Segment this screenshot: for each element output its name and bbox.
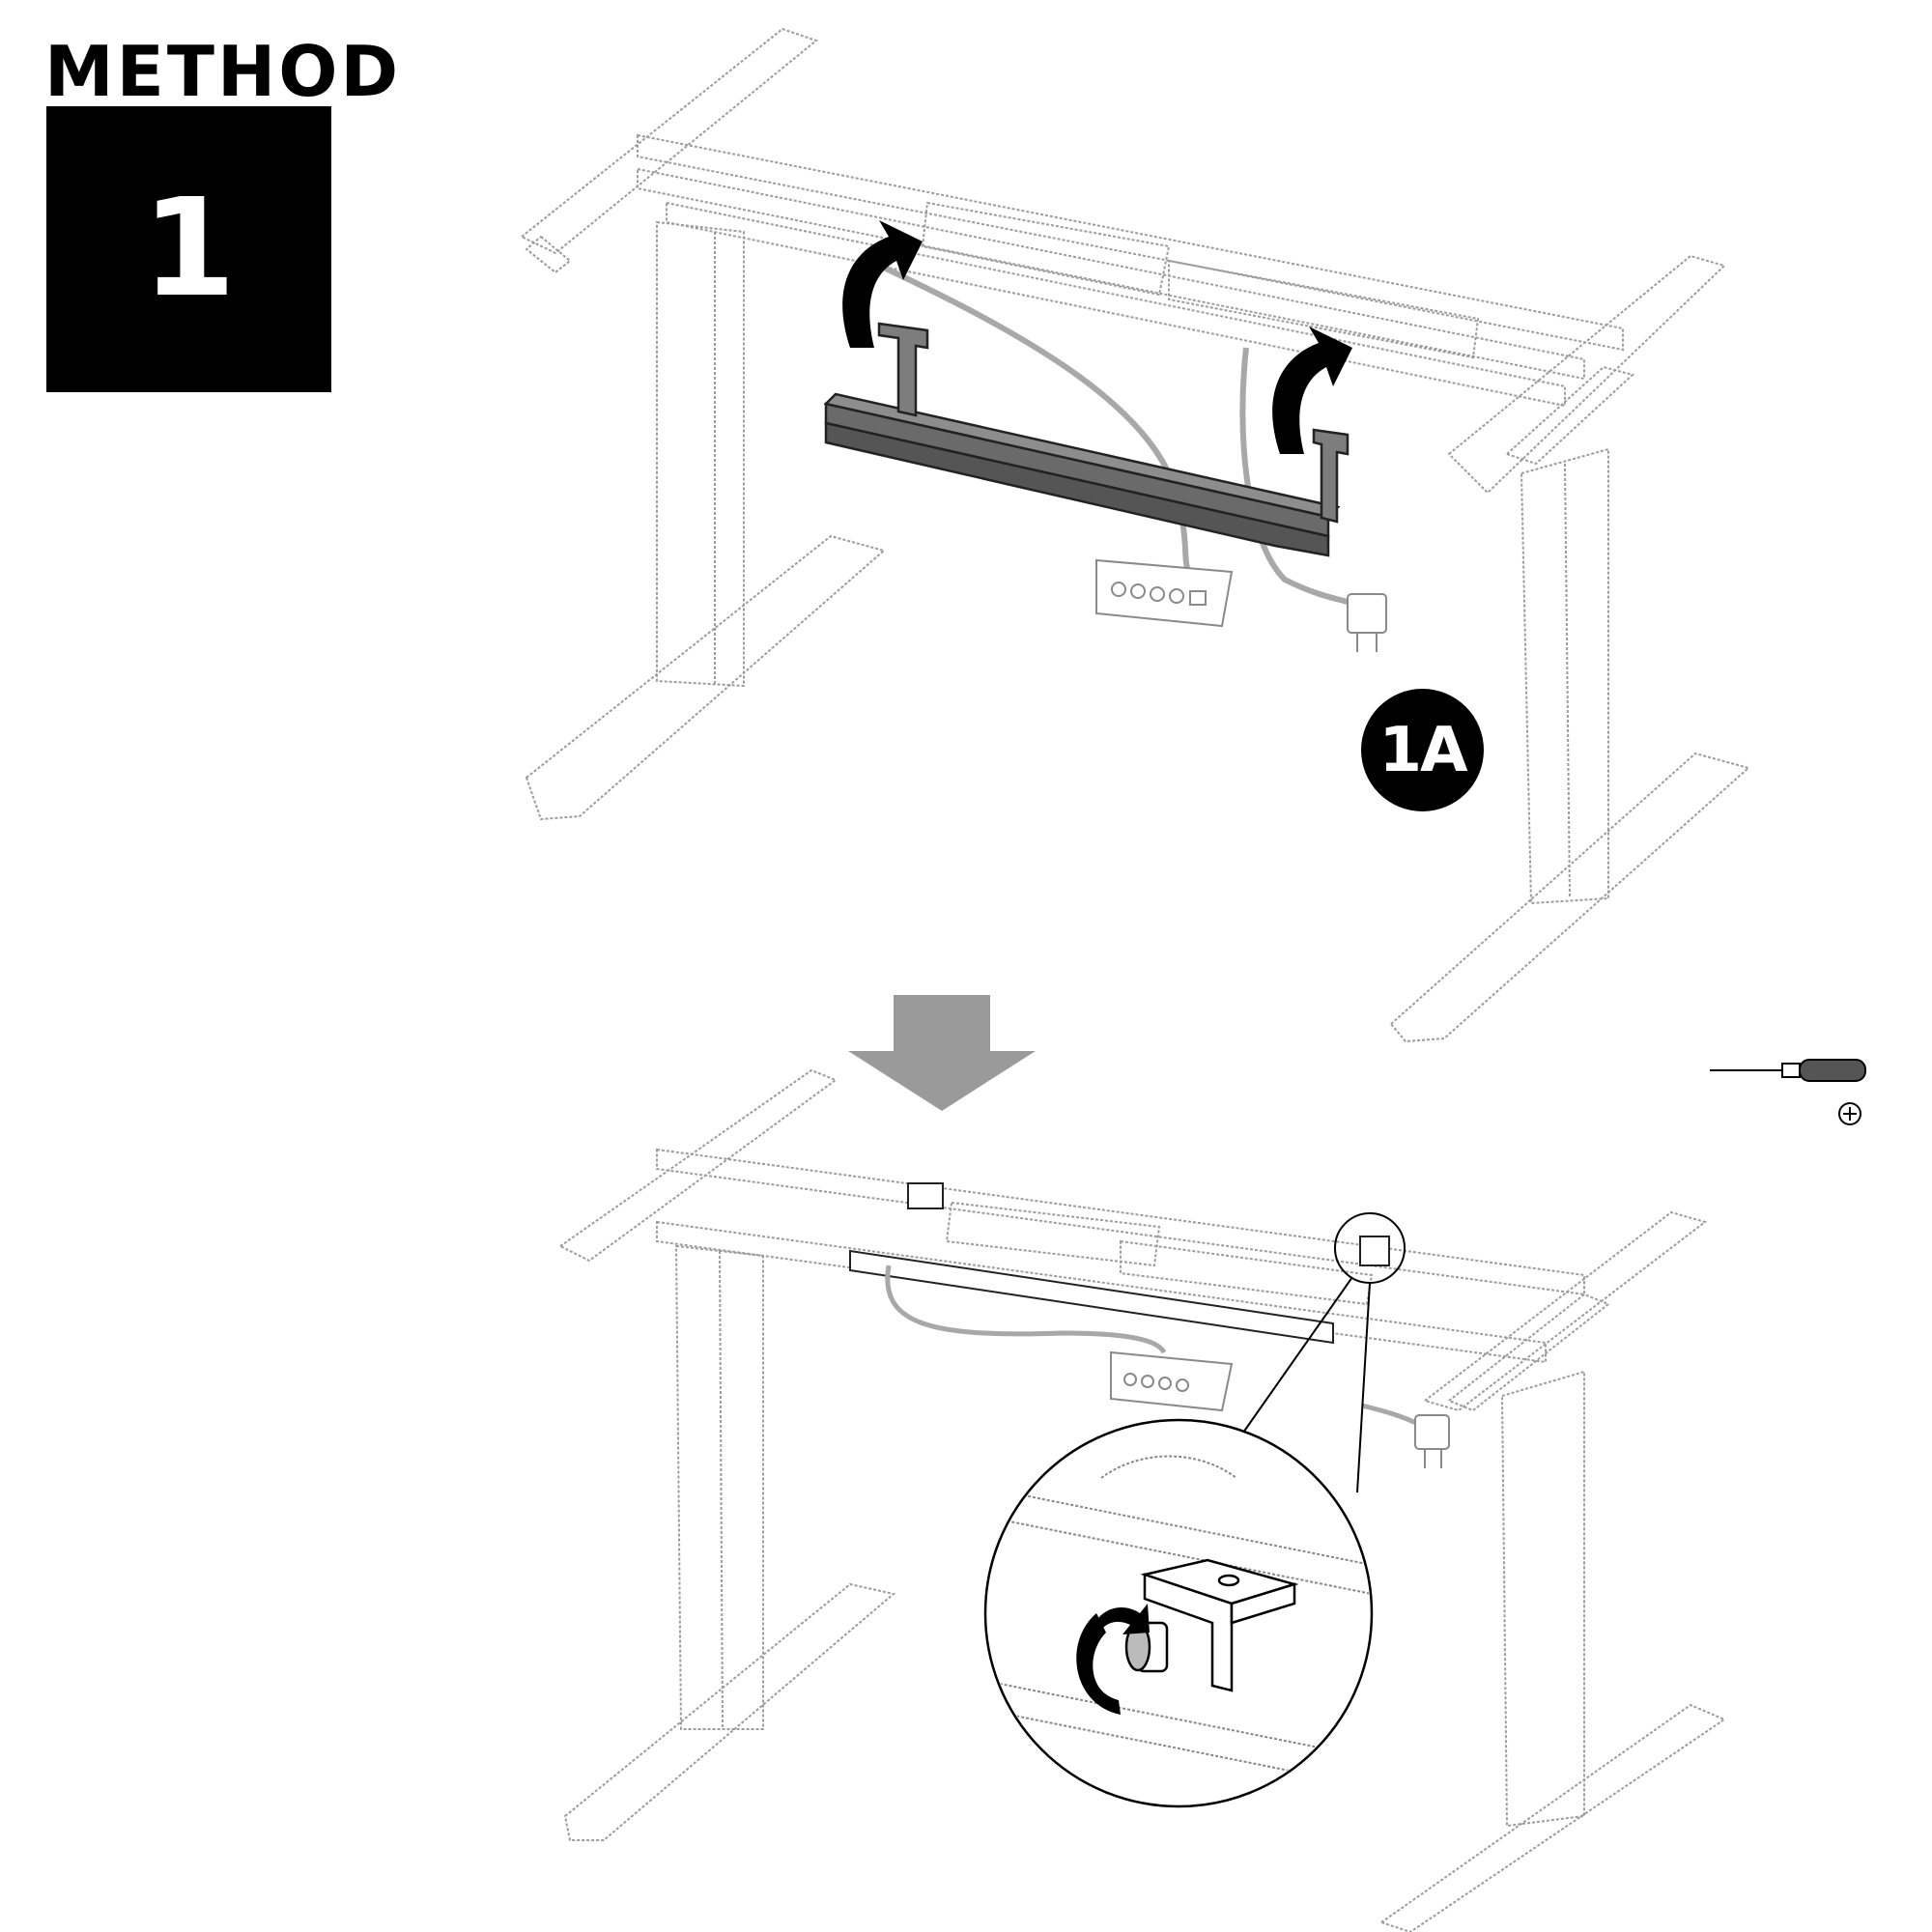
step-number-box: 1 — [46, 106, 331, 392]
detail-zoom-view — [983, 1418, 1374, 1808]
lift-arrow-left — [842, 220, 923, 348]
sub-step-badge: 1A — [1361, 689, 1484, 811]
next-step-arrow — [848, 995, 1036, 1111]
desk-frame-top — [520, 27, 1751, 1043]
desk-frame-bottom — [558, 1068, 1727, 1932]
rotate-arrow-icon — [1076, 1604, 1150, 1715]
cable-top — [867, 258, 1354, 607]
method-heading: METHOD — [44, 31, 402, 112]
zoom-line-left — [1231, 1276, 1353, 1450]
cable-tray-mounted — [849, 1182, 1390, 1345]
sub-step-label: 1A — [1378, 714, 1467, 786]
control-panel-bottom — [1110, 1350, 1234, 1412]
screwdriver-icon — [1710, 1059, 1866, 1082]
step-number: 1 — [141, 170, 237, 327]
lift-arrow-right — [1272, 327, 1352, 454]
phillips-head-symbol-icon — [1838, 1102, 1861, 1125]
zoom-line-right — [1356, 1282, 1371, 1493]
control-panel-top — [1095, 558, 1234, 628]
cable-tray — [823, 322, 1350, 557]
power-plug-top — [1347, 593, 1387, 652]
power-plug-bottom — [1414, 1414, 1450, 1468]
